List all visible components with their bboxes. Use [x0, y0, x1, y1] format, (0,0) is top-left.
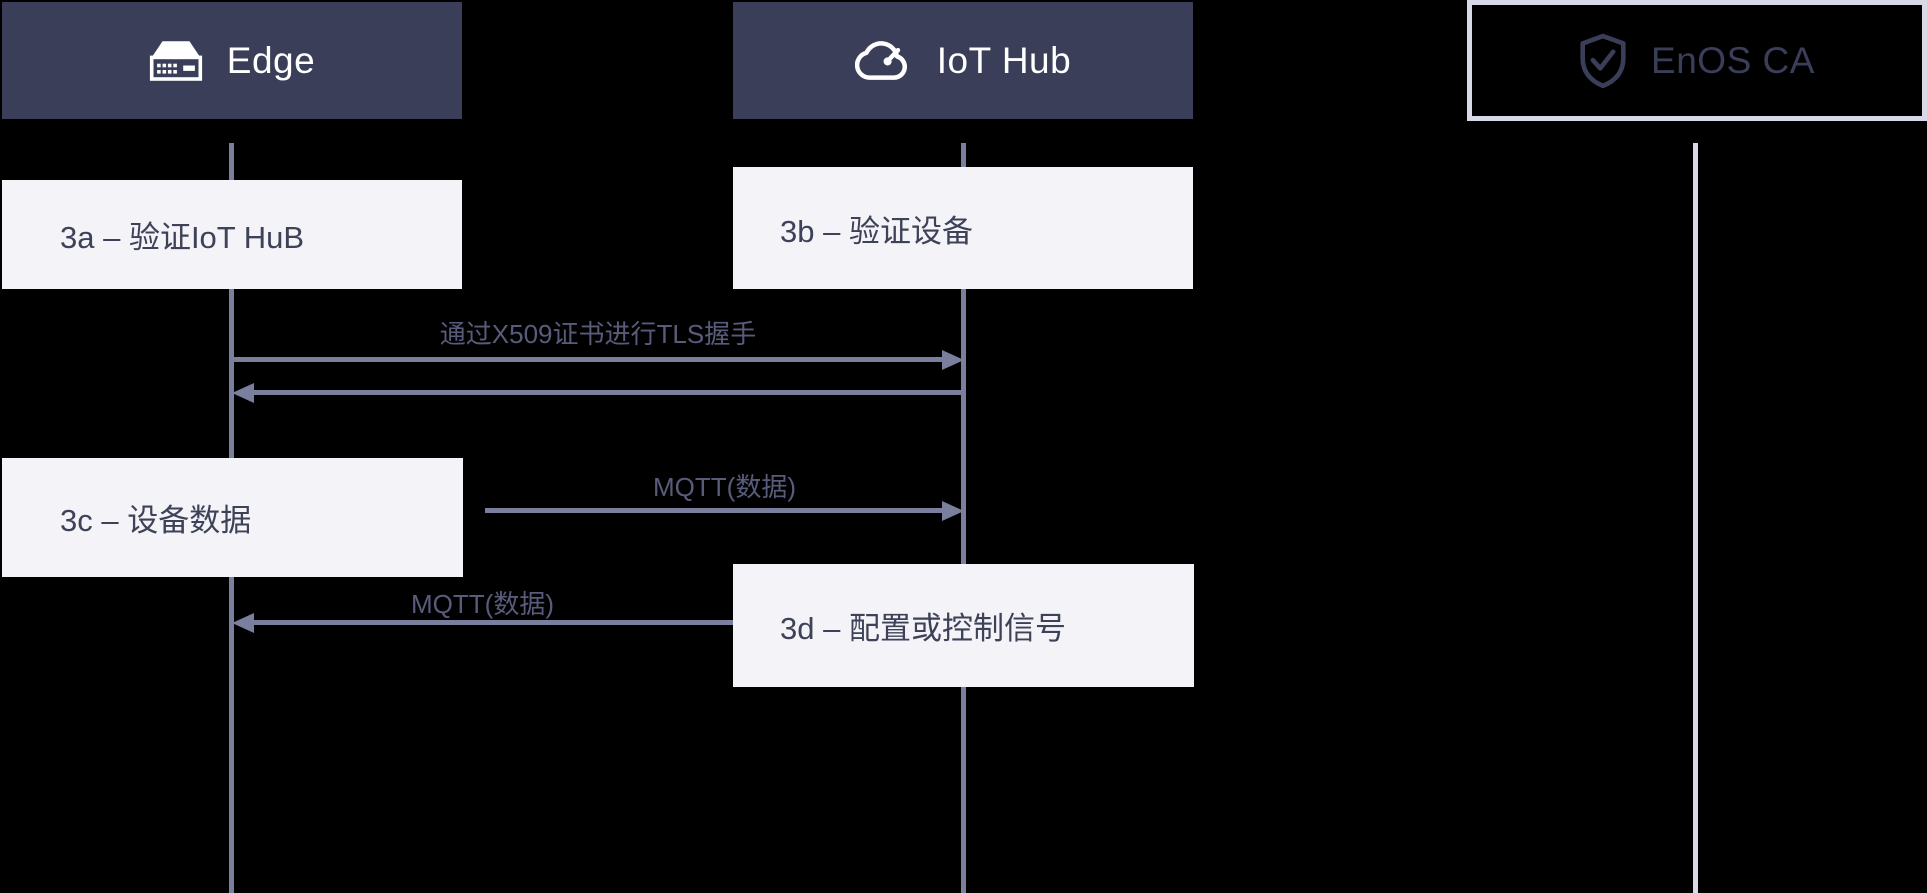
activity-3a-verify-iot-hub: 3a – 验证IoT HuB [2, 180, 462, 289]
message-label-mqtt-up: MQTT(数据) [653, 472, 796, 502]
arrowhead-right-icon [942, 350, 964, 370]
participant-edge: Edge [2, 2, 462, 119]
message-label-tls-handshake: 通过X509证书进行TLS握手 [439, 319, 757, 349]
message-arrow-tls-return [254, 390, 964, 395]
activity-label: 3a – 验证IoT HuB [60, 220, 305, 255]
edge-device-icon [149, 40, 203, 82]
participant-label-edge: Edge [226, 39, 316, 81]
activity-label: 3d – 配置或控制信号 [780, 611, 1066, 646]
message-label-mqtt-down: MQTT(数据) [411, 589, 554, 619]
lifeline-enos-ca [1693, 143, 1698, 893]
activity-label: 3c – 设备数据 [60, 503, 252, 538]
message-arrow-mqtt-up [485, 508, 942, 513]
iot-cloud-icon [854, 38, 913, 83]
activity-label: 3b – 验证设备 [780, 213, 973, 249]
participant-iot-hub: IoT Hub [733, 2, 1193, 119]
activity-3c-device-data: 3c – 设备数据 [2, 458, 463, 577]
message-arrow-tls-handshake [232, 357, 942, 362]
arrowhead-left-icon [232, 383, 254, 403]
participant-enos-ca: EnOS CA [1467, 0, 1927, 121]
activity-3d-config-control: 3d – 配置或控制信号 [733, 564, 1194, 687]
shield-check-icon [1579, 33, 1627, 89]
participant-label-iot-hub: IoT Hub [936, 39, 1072, 81]
participant-label-enos-ca: EnOS CA [1651, 39, 1815, 81]
arrowhead-left-icon [232, 613, 254, 633]
activity-3b-verify-device: 3b – 验证设备 [733, 167, 1193, 289]
message-arrow-mqtt-down [254, 620, 733, 625]
arrowhead-right-icon [942, 501, 964, 521]
